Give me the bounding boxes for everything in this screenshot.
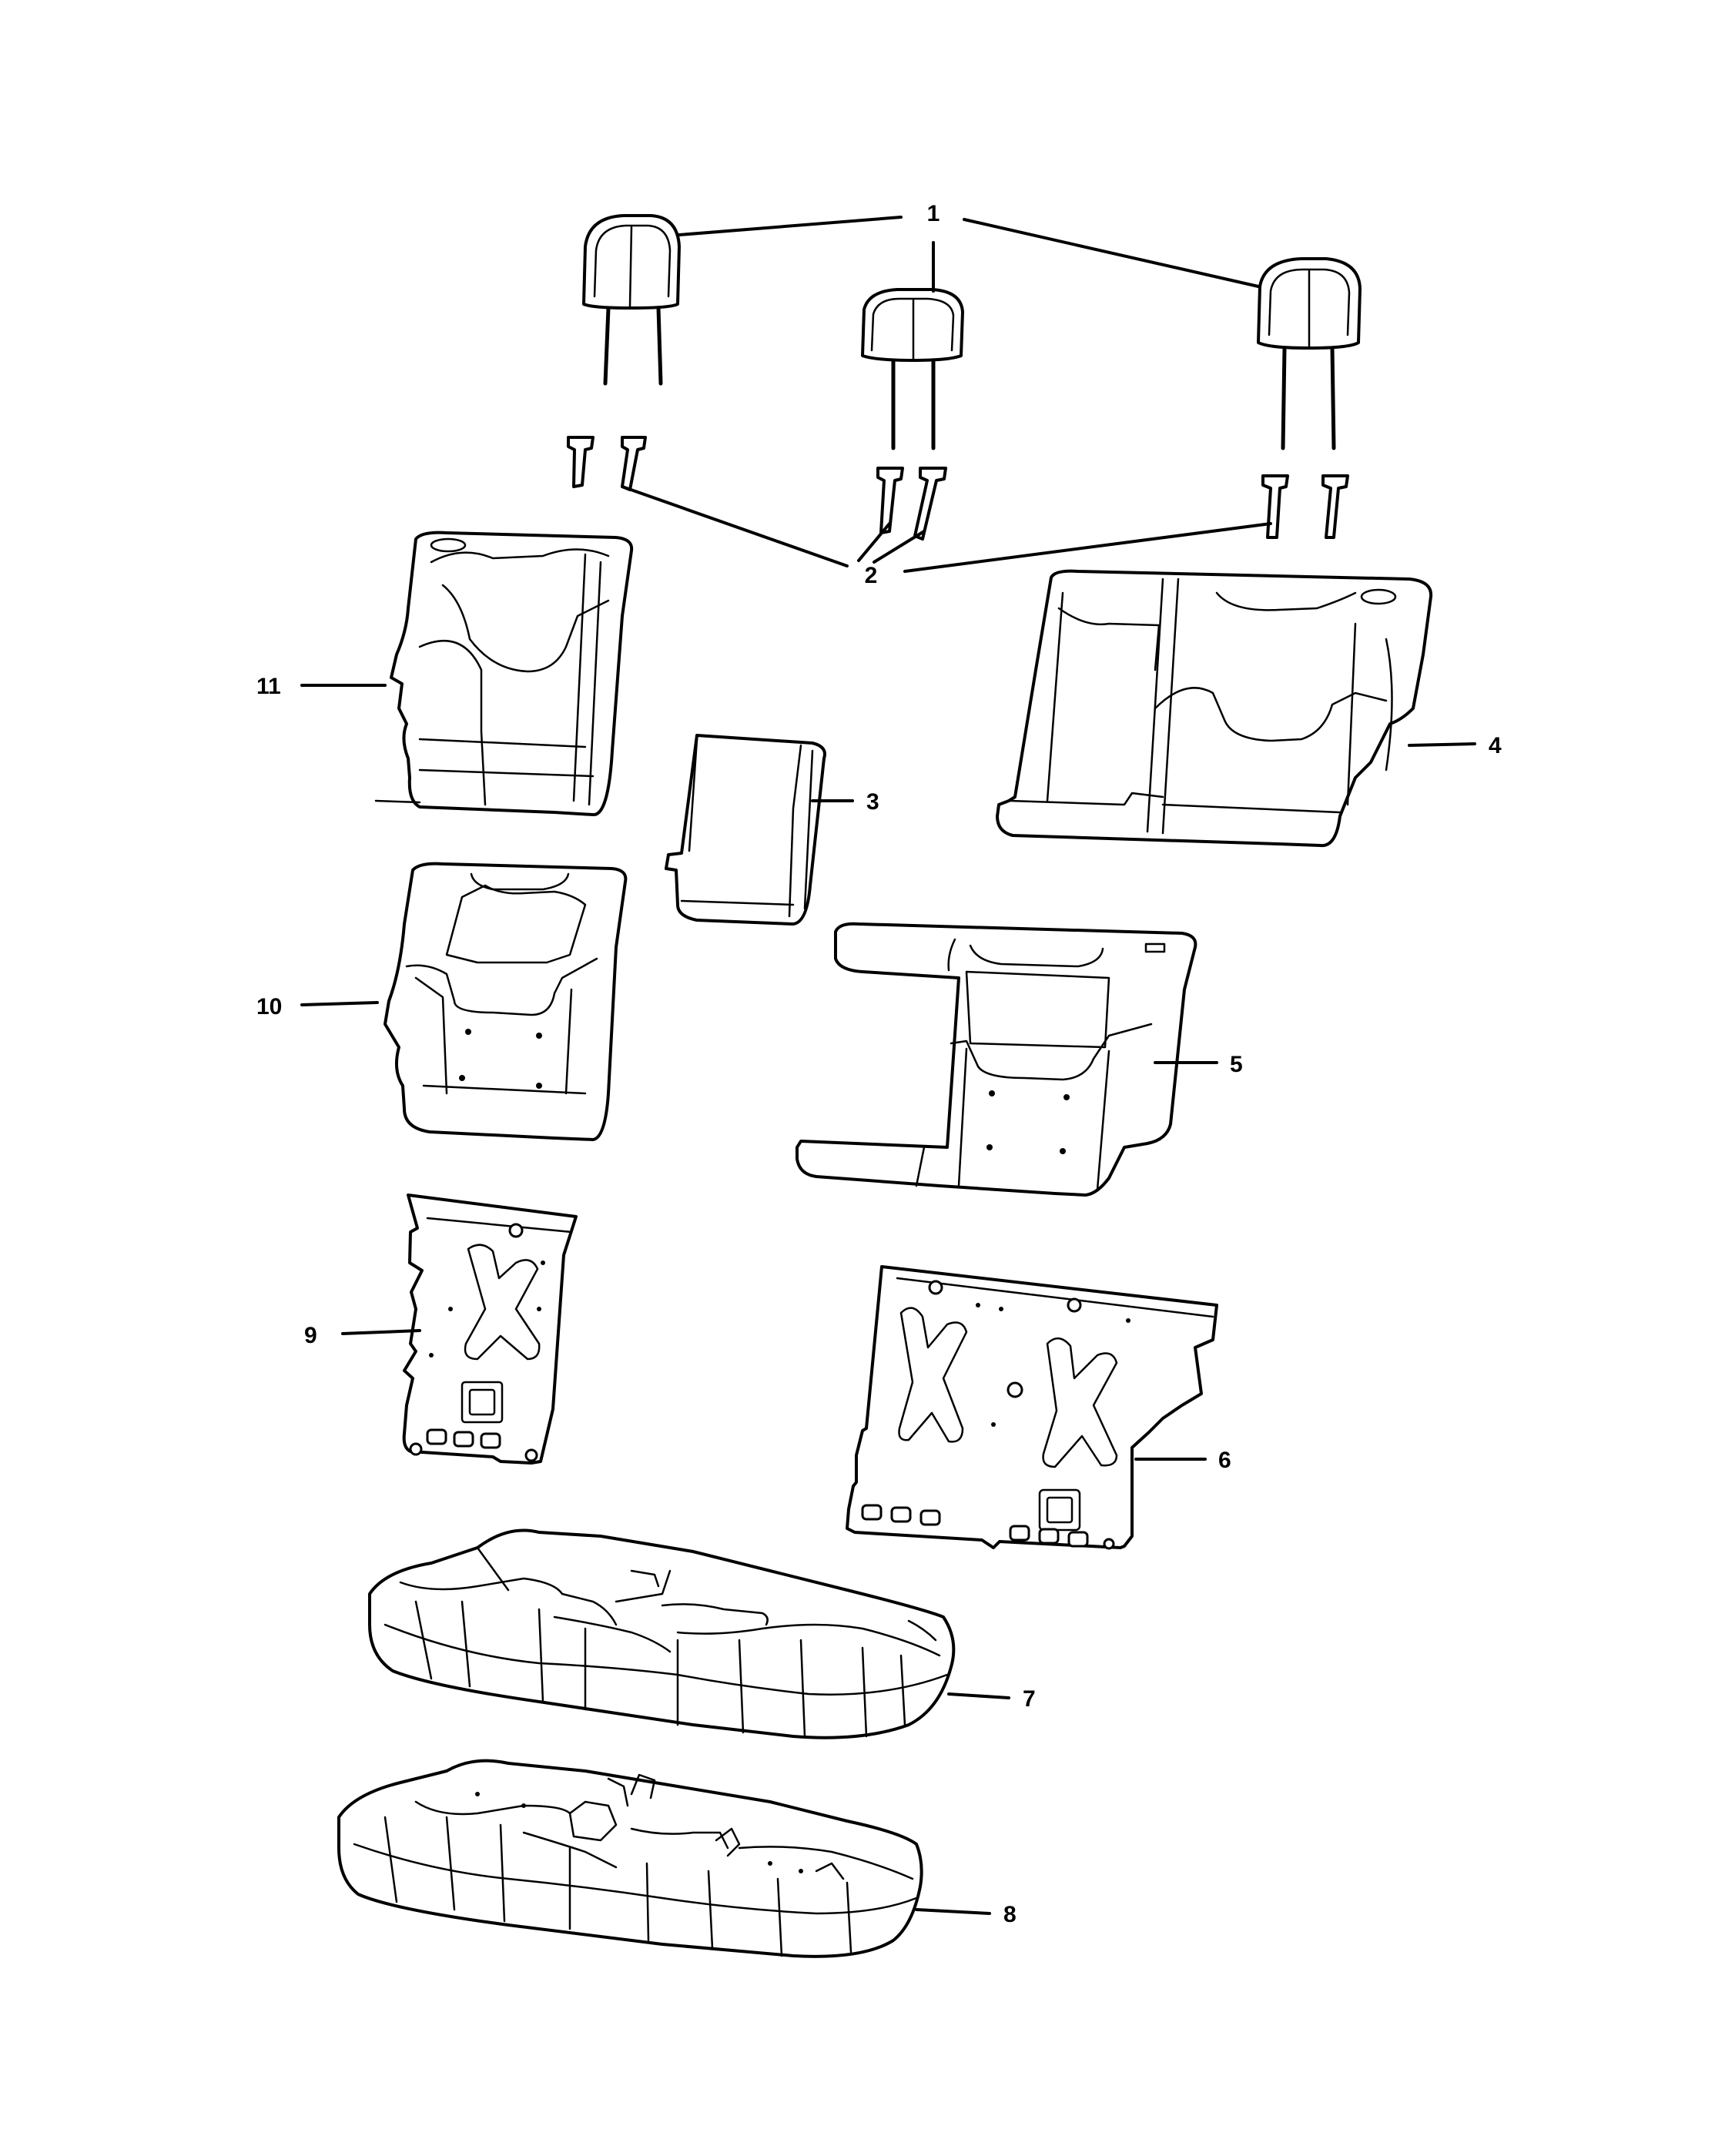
callout-labels: 1 2 3 4 5 6 7 8 9 10 11 <box>256 201 1502 1927</box>
seat-back-cover-left[interactable] <box>374 531 634 816</box>
callout-7: 7 <box>1023 1686 1036 1712</box>
armrest[interactable] <box>665 734 826 926</box>
callout-10: 10 <box>256 994 282 1019</box>
callout-2: 2 <box>865 563 878 588</box>
callout-6: 6 <box>1218 1448 1231 1473</box>
callout-8: 8 <box>1003 1902 1017 1927</box>
seat-back-frame-right[interactable] <box>846 1265 1218 1550</box>
seat-back-cover-right[interactable] <box>996 569 1433 848</box>
seat-back-foam-right[interactable] <box>796 922 1197 1197</box>
leader-lines <box>300 216 1476 1915</box>
callout-5: 5 <box>1230 1052 1243 1077</box>
seat-back-frame-left[interactable] <box>402 1194 578 1465</box>
headrest-left[interactable] <box>582 214 681 386</box>
headrest-center[interactable] <box>861 288 964 450</box>
seat-back-foam-left[interactable] <box>384 862 628 1141</box>
callout-3: 3 <box>866 789 879 815</box>
callout-1: 1 <box>927 201 940 226</box>
headrest-guides-right[interactable] <box>1261 474 1349 539</box>
seat-cushion-cover[interactable] <box>368 1528 956 1739</box>
callout-4: 4 <box>1489 733 1502 758</box>
headrest-guides-left[interactable] <box>567 436 647 491</box>
headrest-right[interactable] <box>1257 257 1362 450</box>
headrest-guides-center[interactable] <box>876 467 947 541</box>
callout-9: 9 <box>304 1323 317 1348</box>
callout-11: 11 <box>256 674 281 699</box>
seat-cushion-foam[interactable] <box>337 1759 923 1958</box>
